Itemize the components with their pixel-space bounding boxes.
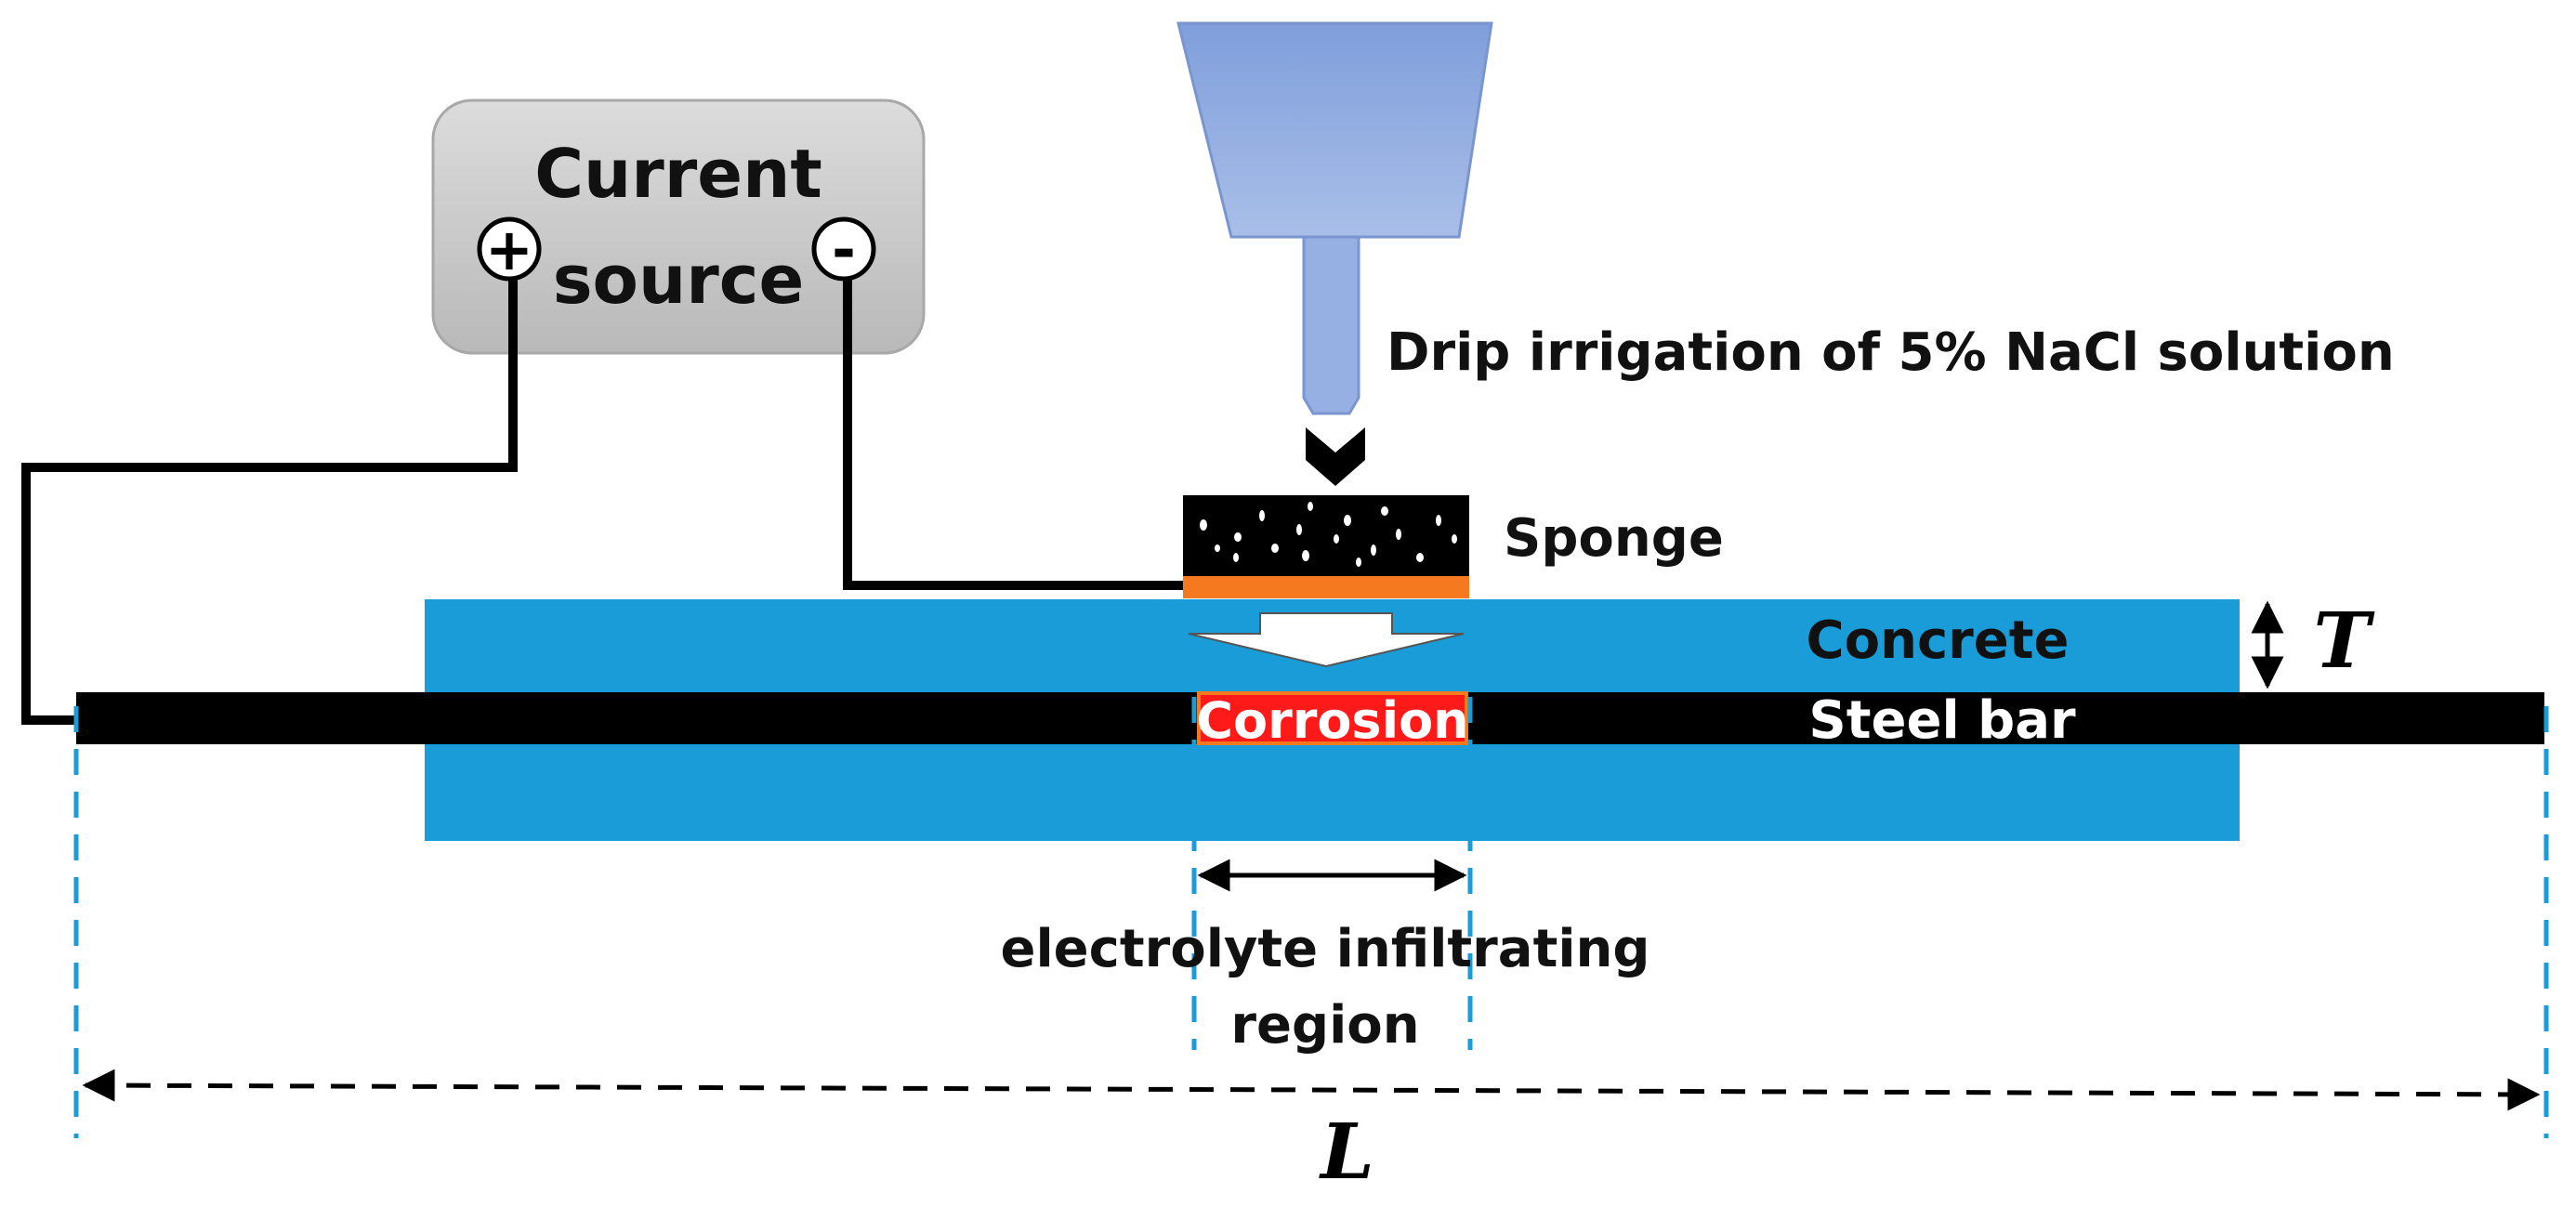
thickness-symbol: T [2313, 597, 2374, 686]
length-arrow [82, 1069, 2541, 1111]
drip-funnel [1176, 21, 1493, 239]
dashed-guides [73, 697, 2549, 1138]
current-source-label-line2: source [553, 241, 805, 319]
negative-terminal-symbol: - [832, 216, 856, 283]
sponge-body [1183, 495, 1469, 576]
current-source: Current source + - [431, 98, 926, 355]
sponge-label: Sponge [1504, 508, 1724, 569]
drip-nozzle [1302, 235, 1360, 415]
region-label-line1: electrolyte infiltrating [1000, 919, 1649, 979]
drip-down-chevron-icon [1306, 427, 1365, 486]
current-source-box [431, 98, 926, 355]
current-source-label-line1: Current [534, 135, 822, 213]
sponge-pores [1200, 502, 1457, 567]
steel-bar-label: Steel bar [1808, 690, 2076, 751]
negative-wire [843, 277, 1185, 590]
sponge [1183, 495, 1469, 598]
region-label-line2: region [1230, 995, 1419, 1056]
positive-terminal: + [477, 216, 542, 283]
sponge-base [1183, 576, 1469, 598]
length-symbol: L [1319, 1108, 1374, 1197]
thickness-marker: T [2251, 597, 2374, 689]
drip-device [1176, 21, 1493, 486]
drip-label: Drip irrigation of 5% NaCl solution [1387, 322, 2395, 383]
corrosion-label: Corrosion [1196, 691, 1468, 750]
infiltration-arrow [1188, 612, 1465, 668]
concrete-label: Concrete [1807, 610, 2070, 671]
corrosion-zone [1197, 691, 1468, 745]
positive-wire [21, 277, 518, 725]
negative-terminal: - [811, 216, 876, 283]
positive-terminal-symbol: + [485, 216, 533, 283]
